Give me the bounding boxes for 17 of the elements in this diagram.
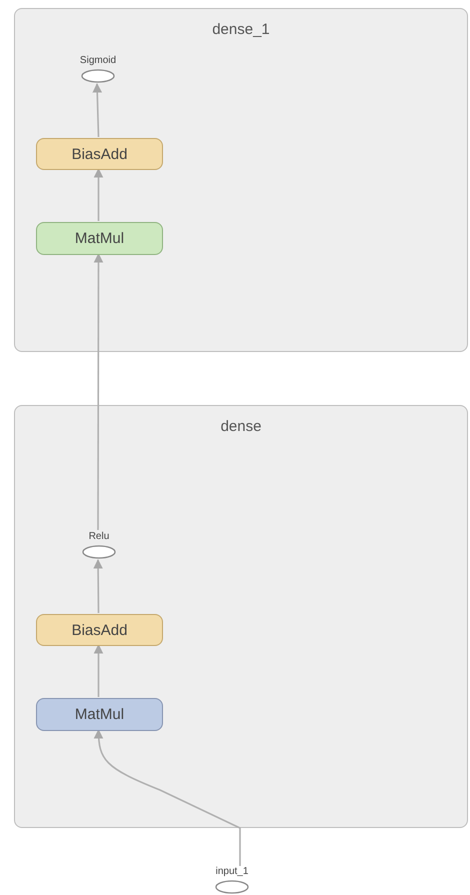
node-label: Relu — [88, 531, 110, 543]
arrow — [94, 168, 104, 221]
arrow — [92, 83, 102, 138]
node-label: Sigmoid — [78, 55, 118, 67]
op-box: BiasAdd — [36, 614, 163, 646]
op-box: MatMul — [36, 698, 163, 731]
node-label: input_1 — [214, 866, 250, 878]
arrow — [93, 559, 103, 613]
group-box — [14, 405, 468, 828]
arrow — [94, 253, 104, 530]
group-box — [14, 8, 468, 352]
arrow — [94, 729, 241, 866]
arrow — [94, 644, 104, 697]
group-title: dense — [220, 418, 262, 435]
op-box: BiasAdd — [36, 138, 163, 170]
op-box: MatMul — [36, 222, 163, 255]
group-title: dense_1 — [211, 21, 271, 38]
